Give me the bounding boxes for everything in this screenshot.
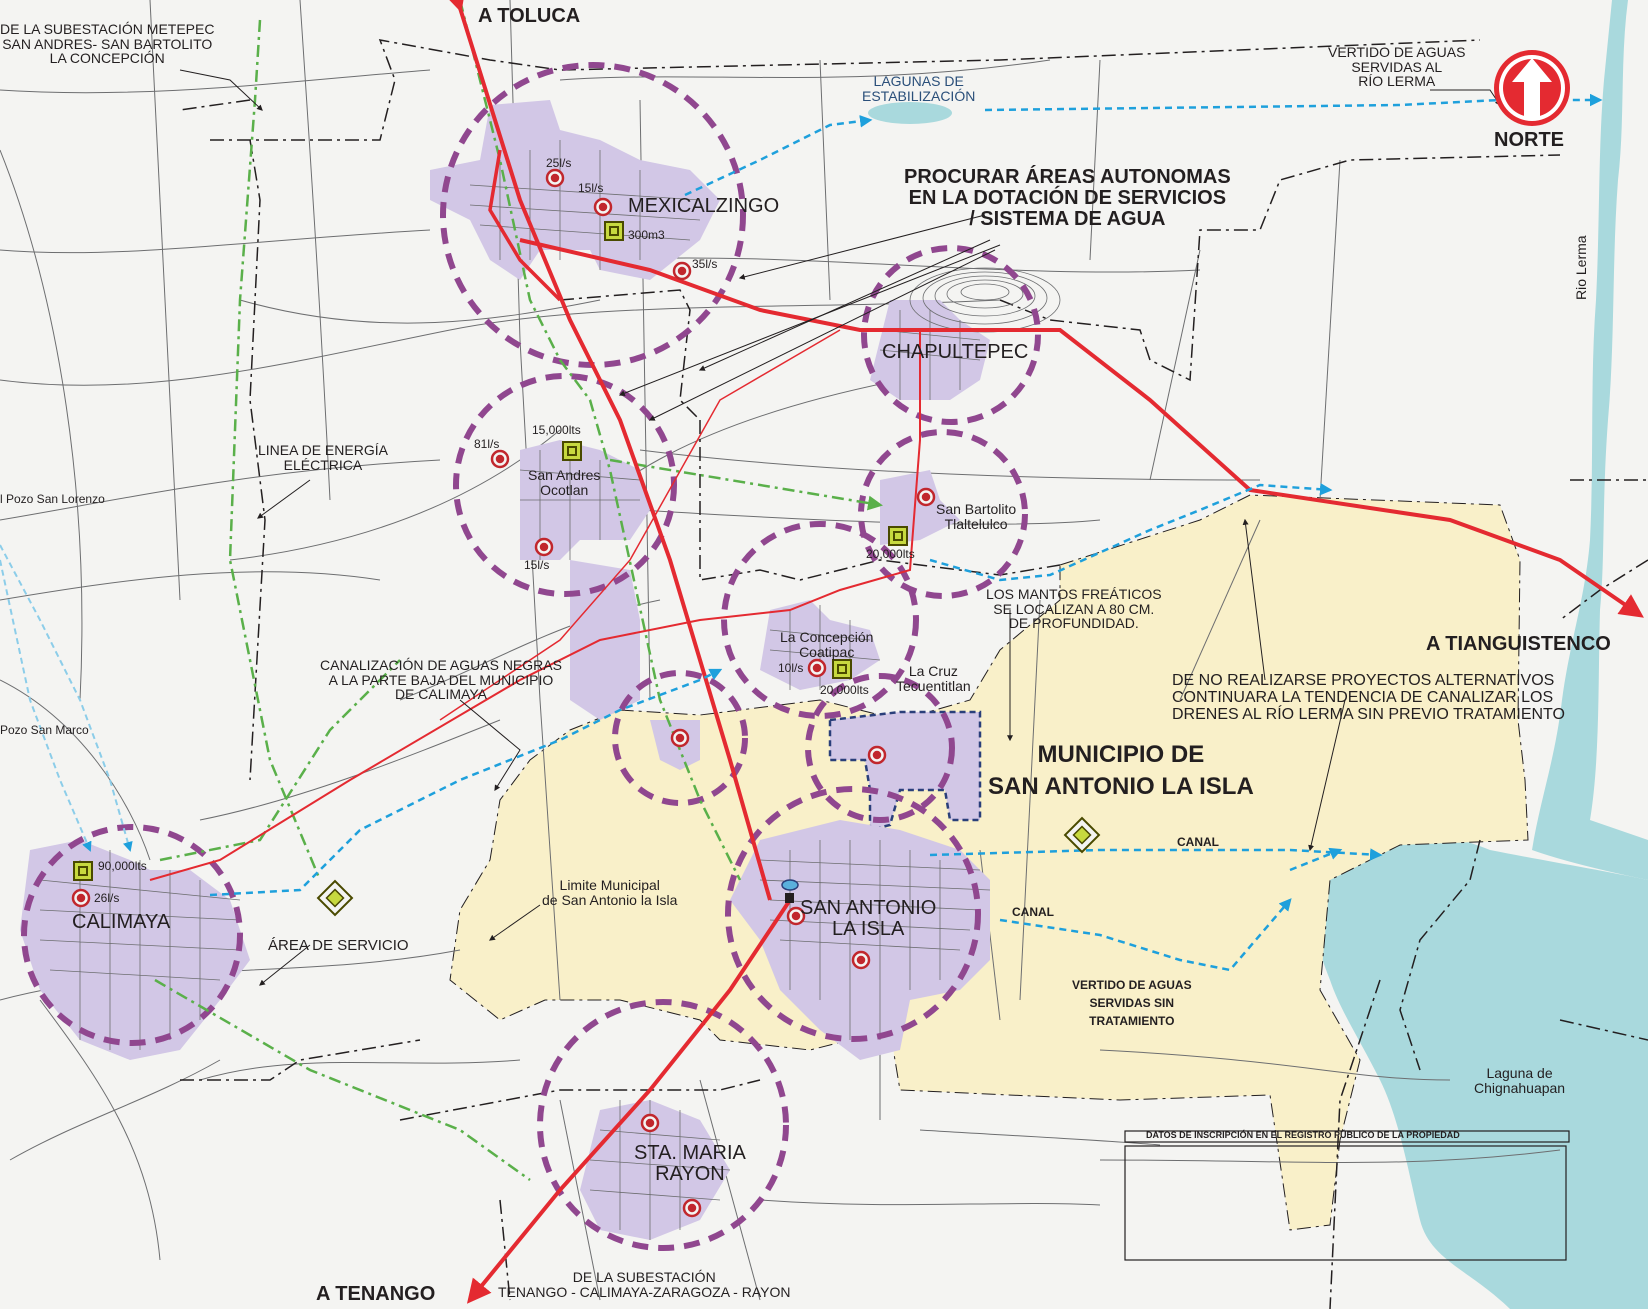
label-tianguistenco: A TIANGUISTENCO — [1426, 633, 1611, 655]
label-no-realizarse: DE NO REALIZARSE PROYECTOS ALTERNATIVOS … — [1172, 672, 1565, 723]
cap-lc-20000: 20,000lts — [820, 683, 869, 697]
municipality-area — [449, 494, 1529, 1231]
cap-mex-35: 35l/s — [692, 257, 718, 271]
cap-cal-26: 26l/s — [94, 891, 120, 905]
label-pozo-san-marco: Pozo San Marco — [0, 723, 89, 737]
label-pozo-san-lorenzo: l Pozo San Lorenzo — [0, 492, 105, 506]
sewage-flows — [209, 93, 1603, 972]
label-substation-bottom: DE LA SUBESTACIÓN TENANGO - CALIMAYA-ZAR… — [498, 1269, 791, 1300]
label-vertido-lerma: VERTIDO DE AGUAS SERVIDAS AL RÍO LERMA — [1328, 44, 1466, 90]
label-municipio: MUNICIPIO DE SAN ANTONIO LA ISLA — [988, 741, 1254, 801]
service-circles — [21, 62, 1041, 1251]
town-san-bartolito: San Bartolito Tlaltelulco — [936, 501, 1017, 532]
cap-sb-20000: 20,000lts — [866, 547, 915, 561]
label-substation-top: DE LA SUBESTACIÓN METEPEC SAN ANDRES- SA… — [0, 21, 215, 67]
town-la-concepcion: La Concepción Coatipac — [780, 629, 874, 660]
label-canal-2: CANAL — [1012, 905, 1054, 919]
label-mantos: LOS MANTOS FREÁTICOS SE LOCALIZAN A 80 C… — [986, 586, 1162, 632]
label-area-servicio: ÁREA DE SERVICIO — [268, 937, 409, 954]
wells — [71, 168, 936, 1218]
label-north: NORTE — [1494, 129, 1564, 151]
cap-cal-90000: 90,000lts — [98, 859, 147, 873]
north-arrow-icon — [1494, 50, 1570, 126]
label-laguna: Laguna de Chignahuapan — [1474, 1065, 1566, 1096]
cap-mex-300: 300m3 — [628, 228, 665, 242]
laguna-estabilizacion — [868, 102, 952, 124]
pozo-lines — [0, 544, 133, 852]
cap-mex-15: 15l/s — [578, 181, 604, 195]
label-rio-lerma: Rio Lerma — [1573, 235, 1589, 300]
registry-box — [1124, 1130, 1570, 1261]
cap-sa-15: 15l/s — [524, 558, 550, 572]
treatment-plants — [316, 816, 1101, 917]
cap-mex-25: 25l/s — [546, 156, 572, 170]
town-calimaya: CALIMAYA — [72, 911, 171, 933]
town-mexicalzingo: MEXICALZINGO — [628, 195, 780, 217]
power-lines — [154, 0, 883, 1182]
leader-lines — [179, 69, 1501, 986]
label-toluca: A TOLUCA — [478, 5, 581, 27]
label-linea-energia: LINEA DE ENERGÍA ELÉCTRICA — [258, 442, 388, 473]
town-san-andres: San Andres Ocotlan — [528, 467, 601, 498]
label-limite: Limite Municipal de San Antonio la Isla — [542, 877, 678, 908]
tanks — [73, 221, 908, 881]
street-grids — [39, 140, 991, 1240]
water-tower-icon — [781, 879, 799, 903]
town-chapultepec: CHAPULTEPEC — [882, 341, 1029, 363]
label-lagunas: LAGUNAS DE ESTABILIZACIÓN — [862, 73, 976, 104]
label-canal: CANAL — [1177, 835, 1219, 849]
laguna-chignahuapan — [1309, 829, 1648, 1309]
label-procurar: PROCURAR ÁREAS AUTONOMAS EN LA DOTACIÓN … — [904, 166, 1231, 230]
rio-lerma — [1532, 0, 1648, 880]
label-canalizacion: CANALIZACIÓN DE AGUAS NEGRAS A LA PARTE … — [320, 657, 562, 703]
cap-sa-15000: 15,000lts — [532, 423, 581, 437]
label-vertido-sin: VERTIDO DE AGUAS SERVIDAS SIN TRATAMIENT… — [1072, 978, 1192, 1028]
highways — [149, 0, 1644, 1304]
cap-lc-10: 10l/s — [778, 661, 804, 675]
town-san-antonio: SAN ANTONIO LA ISLA — [800, 897, 937, 940]
town-la-cruz: La Cruz Tecuentitlan — [896, 663, 971, 694]
town-sta-maria: STA. MARIA RAYON — [634, 1142, 746, 1185]
label-tenango: A TENANGO — [316, 1283, 436, 1305]
la-cruz-boundary — [828, 710, 982, 832]
cap-sa-81: 81l/s — [474, 437, 500, 451]
label-datos: DATOS DE INSCRIPCIÓN EN EL REGISTRO PÚBL… — [1146, 1130, 1460, 1140]
